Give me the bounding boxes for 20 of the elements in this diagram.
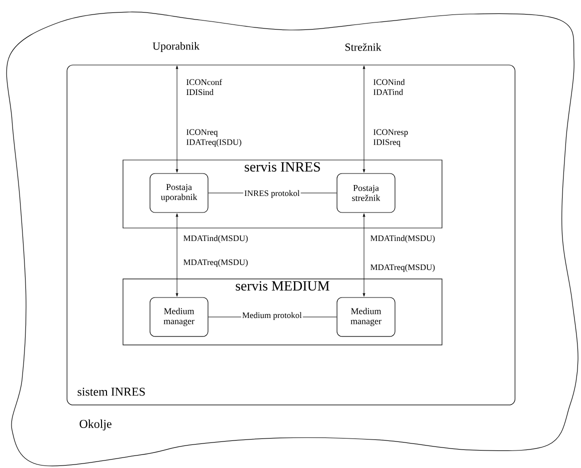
- edge-label: ICONconf IDISind: [186, 78, 222, 96]
- station-box: Medium manager: [336, 297, 396, 337]
- signal-label: MDATreq(MSDU): [183, 259, 248, 267]
- signal-label: ICONresp IDISreq: [374, 129, 408, 147]
- arrow: [362, 213, 366, 297]
- edge-label: Medium protokol: [241, 311, 303, 321]
- edge-label: MDATind(MSDU): [183, 235, 248, 243]
- edge-label: MDATind(MSDU): [370, 235, 435, 243]
- edge-label: ICONind IDATind: [374, 79, 405, 95]
- arrow: [362, 66, 366, 173]
- edge-label: INRES protokol: [243, 189, 301, 199]
- arrow: [176, 66, 178, 173]
- actor-label: Uporabnik: [152, 42, 200, 52]
- station-box: Medium manager: [150, 297, 208, 337]
- actor-label: Strežnik: [345, 43, 382, 51]
- signal-label: MDATreq(MSDU): [370, 264, 435, 272]
- station-box: Postaja strežnik: [336, 173, 396, 213]
- signal-label: ICONreq IDATreq(ISDU): [186, 129, 242, 147]
- station-box: Postaja uporabnik: [150, 173, 208, 213]
- arrow: [176, 213, 178, 297]
